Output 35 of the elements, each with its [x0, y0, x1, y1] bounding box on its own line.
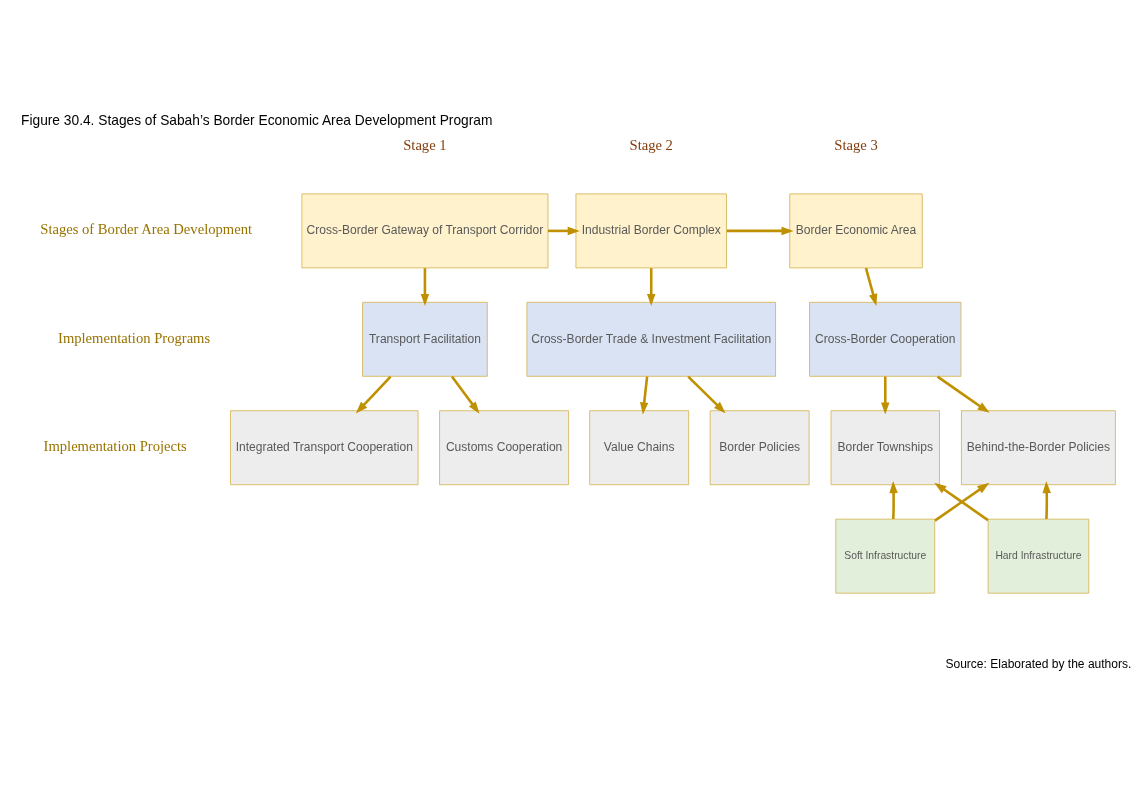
diagram-title: Figure 30.4. Stages of Sabah’s Border Economic Area Development Program — [21, 112, 493, 128]
node-box: Industrial Border Complex — [575, 193, 727, 269]
label: Stages of Border Area Development — [40, 221, 253, 238]
arrow — [548, 226, 580, 236]
arrow — [881, 376, 890, 415]
label: Stage 1 — [403, 136, 447, 153]
arrow — [726, 226, 794, 236]
node-box: Cross-Border Cooperation — [809, 301, 962, 377]
label: Implementation Programs — [58, 329, 211, 346]
node-box: Cross-Border Gateway of Transport Corridor — [301, 193, 549, 269]
node-box: Value Chains — [589, 410, 690, 486]
arrow — [640, 376, 649, 415]
arrow — [687, 375, 726, 414]
node-box: Integrated Transport Cooperation — [230, 410, 419, 486]
node-box: Soft Infrastructure — [835, 518, 936, 594]
caption: Source: Elaborated by the authors. — [945, 656, 1132, 671]
node-box: Transport Facilitation — [362, 301, 488, 377]
node-box: Border Policies — [709, 410, 810, 486]
arrow — [647, 268, 656, 307]
node-box: Hard Infrastructure — [987, 518, 1090, 594]
node-box: Border Townships — [830, 410, 940, 486]
label: Stage 3 — [834, 136, 878, 153]
node-box: Customs Cooperation — [439, 410, 570, 486]
label: Implementation Projects — [43, 438, 187, 455]
node-box: Behind-the-Border Policies — [961, 410, 1116, 486]
arrow — [864, 267, 878, 306]
arrow — [889, 481, 898, 520]
arrow — [420, 268, 430, 307]
node-box: Cross-Border Trade & Investment Facilitation — [526, 301, 776, 377]
arrow — [450, 375, 480, 414]
arrow — [1042, 481, 1051, 520]
arrow — [355, 375, 392, 414]
label: Stage 2 — [629, 136, 673, 153]
node-box: Border Economic Area — [789, 193, 923, 269]
arrow — [936, 375, 990, 413]
